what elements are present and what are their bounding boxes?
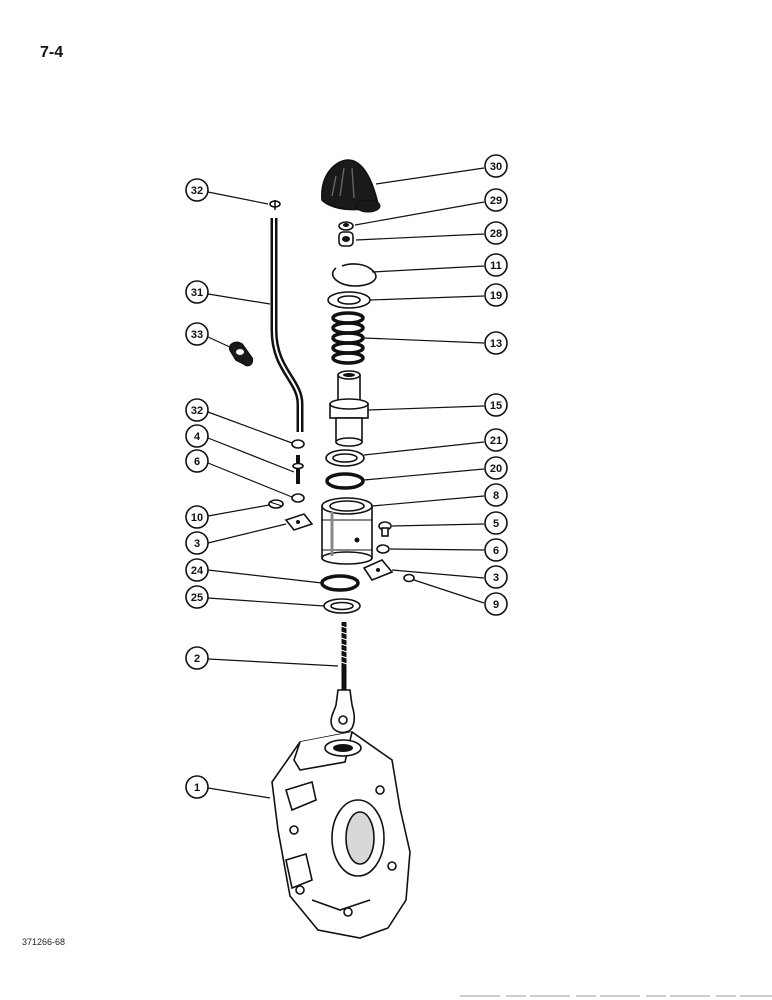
callout-13: 13	[363, 331, 508, 355]
svg-text:32: 32	[191, 405, 203, 417]
housing-part	[271, 731, 411, 939]
svg-text:9: 9	[493, 599, 499, 611]
nut-part-9	[403, 573, 415, 583]
svg-text:3: 3	[493, 572, 499, 584]
clip-part-3r	[362, 559, 394, 581]
callout-30: 30	[375, 154, 508, 185]
clamp-part-32b	[291, 439, 305, 449]
svg-text:19: 19	[490, 290, 502, 302]
callout-2: 2	[185, 646, 339, 670]
svg-text:20: 20	[490, 463, 502, 475]
callout-6-left: 6	[185, 449, 293, 498]
fitting-part-10	[268, 499, 284, 509]
svg-text:11: 11	[490, 260, 502, 272]
snap-ring-part	[331, 263, 377, 287]
callout-9: 9	[413, 579, 508, 616]
callout-6-right: 6	[389, 538, 508, 562]
callout-31: 31	[185, 280, 271, 305]
svg-text:25: 25	[191, 592, 203, 604]
callout-3-right: 3	[391, 565, 508, 589]
cap-part	[321, 159, 381, 213]
figure-code: 371266-68	[22, 937, 66, 947]
clamp-part-32a	[269, 200, 281, 210]
washer-part-6r	[376, 544, 390, 554]
svg-text:33: 33	[191, 329, 203, 341]
svg-text:28: 28	[490, 228, 502, 240]
o-ring-part-24	[320, 574, 360, 592]
callout-24: 24	[185, 558, 323, 584]
callout-8: 8	[371, 483, 508, 507]
cylinder-part	[321, 497, 373, 565]
svg-text:4: 4	[194, 431, 201, 443]
svg-text:32: 32	[191, 185, 203, 197]
callout-20: 20	[363, 456, 508, 481]
seal-part-21	[325, 449, 365, 467]
svg-text:6: 6	[194, 456, 200, 468]
callout-19: 19	[369, 283, 508, 307]
stud-part	[292, 455, 304, 484]
callout-28: 28	[355, 221, 508, 245]
svg-text:31: 31	[191, 287, 203, 299]
svg-text:2: 2	[194, 653, 200, 665]
tube-part	[270, 218, 304, 432]
piston-part	[329, 370, 369, 447]
svg-text:15: 15	[490, 400, 502, 412]
callout-3-left: 3	[185, 523, 287, 555]
callout-25: 25	[185, 585, 325, 609]
callout-5: 5	[391, 511, 508, 535]
callout-32-top: 32	[185, 178, 269, 205]
svg-text:8: 8	[493, 490, 499, 502]
bolt-part	[378, 521, 392, 537]
callout-33: 33	[185, 322, 233, 349]
washer-part-19	[327, 291, 371, 309]
svg-text:3: 3	[194, 538, 200, 550]
callout-32-lower: 32	[185, 398, 293, 444]
seal-part-25	[323, 598, 361, 614]
svg-text:1: 1	[194, 782, 200, 794]
svg-text:24: 24	[191, 565, 204, 577]
svg-text:10: 10	[191, 512, 203, 524]
page-number: 7-4	[40, 44, 64, 61]
o-ring-part-20	[325, 472, 365, 490]
svg-text:29: 29	[490, 195, 502, 207]
svg-text:13: 13	[490, 338, 502, 350]
callout-4: 4	[185, 424, 295, 473]
nut-part-29	[338, 221, 354, 231]
callout-29: 29	[354, 188, 508, 226]
callout-11: 11	[371, 253, 508, 277]
clip-part-33	[228, 341, 254, 367]
svg-text:5: 5	[493, 518, 499, 530]
callout-10: 10	[185, 504, 270, 529]
spring-part	[331, 311, 365, 365]
callout-1: 1	[185, 775, 271, 799]
svg-text:30: 30	[490, 161, 502, 173]
svg-text:21: 21	[490, 435, 502, 447]
svg-text:6: 6	[493, 545, 499, 557]
fitting-part-28	[338, 231, 354, 247]
callout-15: 15	[367, 393, 508, 417]
washer-part-6l	[291, 493, 305, 503]
callout-21: 21	[363, 428, 508, 456]
clip-part-3l	[284, 513, 314, 531]
rod-part	[330, 622, 356, 734]
